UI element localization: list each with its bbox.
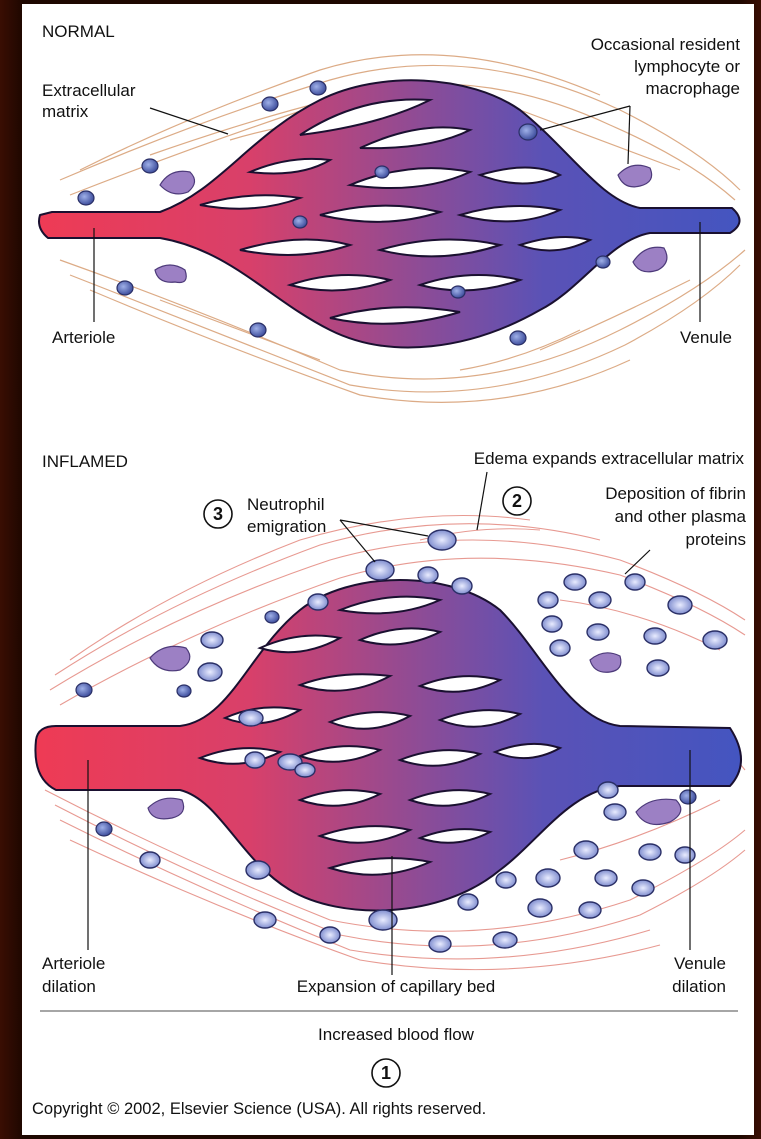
neutrophil-label-2: emigration [247,517,326,536]
capillary-expansion-label: Expansion of capillary bed [297,977,495,996]
arteriole-label: Arteriole [52,328,115,347]
edema-leader [477,472,487,530]
arteriole-dilation-label-1: Arteriole [42,954,105,973]
resident-cell-label-3: macrophage [645,79,740,98]
neutrophil-label-1: Neutrophil [247,495,325,514]
step-1-badge: 1 [372,1059,400,1087]
step-1-number: 1 [381,1063,391,1083]
deposition-label-1: Deposition of fibrin [605,484,746,503]
extracellular-matrix-label-2: matrix [42,102,89,121]
step-3-badge: 3 [204,500,232,528]
venule-label: Venule [680,328,732,347]
normal-heading: NORMAL [42,22,115,41]
resident-cell-label-1: Occasional resident [591,35,741,54]
edema-label: Edema expands extracellular matrix [474,449,745,468]
extracellular-matrix-label-1: Extracellular [42,81,136,100]
neutrophil-leader-1 [340,520,428,536]
copyright-text: Copyright © 2002, Elsevier Science (USA)… [32,1100,486,1118]
step-2-number: 2 [512,491,522,511]
arteriole-dilation-label-2: dilation [42,977,96,996]
resident-cell-label-2: lymphocyte or [634,57,740,76]
step-2-badge: 2 [503,487,531,515]
venule-dilation-label-1: Venule [674,954,726,973]
step-3-number: 3 [213,504,223,524]
deposition-label-2: and other plasma [615,507,747,526]
blood-flow-label: Increased blood flow [318,1025,475,1044]
extracellular-matrix-leader [150,108,228,134]
resident-cell-leader-1 [540,106,630,130]
inflamed-heading: INFLAMED [42,452,128,471]
venule-dilation-label-2: dilation [672,977,726,996]
deposition-label-3: proteins [686,530,746,549]
